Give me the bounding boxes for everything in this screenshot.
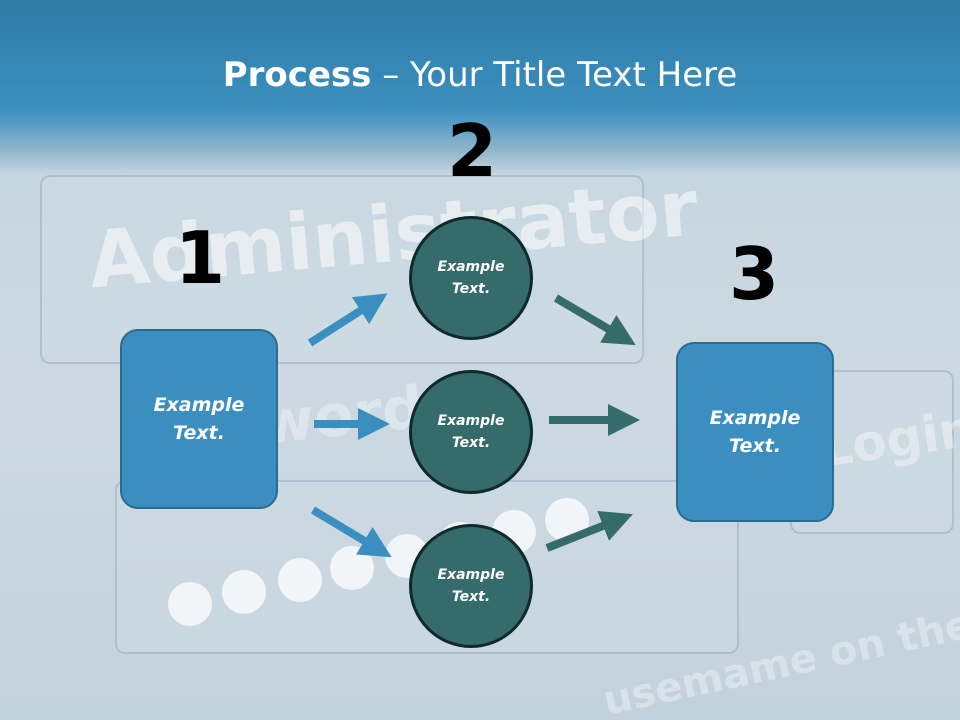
arrow-from-circle-1: [553, 294, 636, 346]
circle-1-text: Example Text.: [437, 258, 505, 297]
title-rest: – Your Title Text Here: [371, 55, 738, 95]
arrow-to-circle-1: [307, 293, 388, 347]
step-number-3: 3: [728, 232, 780, 316]
step-number-2: 2: [446, 109, 498, 193]
circle-2-text: Example Text.: [437, 412, 505, 451]
step-number-1: 1: [174, 216, 226, 300]
end-box-text: Example Text.: [709, 406, 801, 458]
bg-password-dot: [278, 558, 322, 602]
end-box: Example Text.: [676, 342, 834, 522]
process-circle-3: Example Text.: [409, 524, 533, 648]
start-box: Example Text.: [120, 329, 278, 509]
arrow-to-circle-3: [310, 506, 392, 558]
slide-title: Process – Your Title Text Here: [0, 55, 960, 95]
process-circle-1: Example Text.: [409, 216, 533, 340]
bg-password-dot: [168, 582, 212, 626]
process-circle-2: Example Text.: [409, 370, 533, 494]
start-box-text: Example Text.: [153, 393, 245, 445]
bg-password-dot: [222, 570, 266, 614]
title-bold: Process: [222, 55, 372, 95]
arrow-from-circle-3: [545, 510, 633, 552]
circle-3-text: Example Text.: [437, 566, 505, 605]
